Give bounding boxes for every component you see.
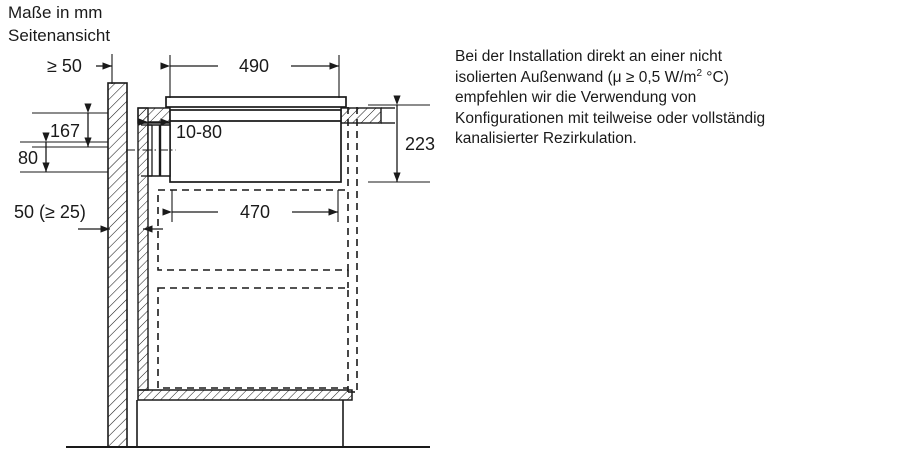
note-line-5: kanalisierter Rezirkulation. [455,130,637,147]
dimension-label-223: 223 [405,134,435,154]
note-line-2-superscript: 2 [696,67,702,79]
dimension-duct-height: 80 [18,132,108,173]
note-line-2: isolierten Außenwand (μ ≥ 0,5 W/m2 °C) [455,68,895,89]
dimension-upper-offset: 167 [32,103,108,148]
note-line-2-pre: isolierten Außenwand (μ ≥ 0,5 W/m [455,68,697,86]
base-board [137,389,353,401]
wall-section [107,82,128,448]
dimension-wall-clearance-top: ≥ 50 [47,54,113,84]
plinth-and-floor [66,400,430,448]
dimension-label-470: 470 [240,202,270,222]
title-units-label: Maße in mm [8,3,102,22]
cabinet-dashed-outlines [157,107,358,393]
dimension-label-80: 80 [18,148,38,168]
installation-note: Bei der Installation direkt an einer nic… [455,47,895,150]
dimension-appliance-width: 490 [160,55,340,98]
note-line-2-post: °C) [702,68,729,86]
dimension-cabinet-width: 470 [162,190,339,222]
dimension-appliance-height: 223 [368,95,435,183]
dimension-duct-depth-range: 10-80 [138,118,222,142]
dimension-label-490: 490 [239,56,269,76]
note-line-3: empfehlen wir die Verwendung von [455,89,697,106]
hob-top-plate [165,96,347,108]
dimension-label-cabinet-gap: 50 (≥ 25) [14,202,86,222]
note-line-1: Bei der Installation direkt an einer nic… [455,48,723,65]
dimension-label-wall-clearance: ≥ 50 [47,56,82,76]
dimension-label-167: 167 [50,121,80,141]
note-line-4: Konfigurationen mit teilweise oder volls… [455,109,766,127]
duct-connector [126,124,176,177]
title-view-label: Seitenansicht [8,26,110,45]
dimension-cabinet-gap: 50 (≥ 25) [14,202,163,233]
dimension-label-10-80: 10-80 [176,122,222,142]
appliance-body [169,109,342,183]
